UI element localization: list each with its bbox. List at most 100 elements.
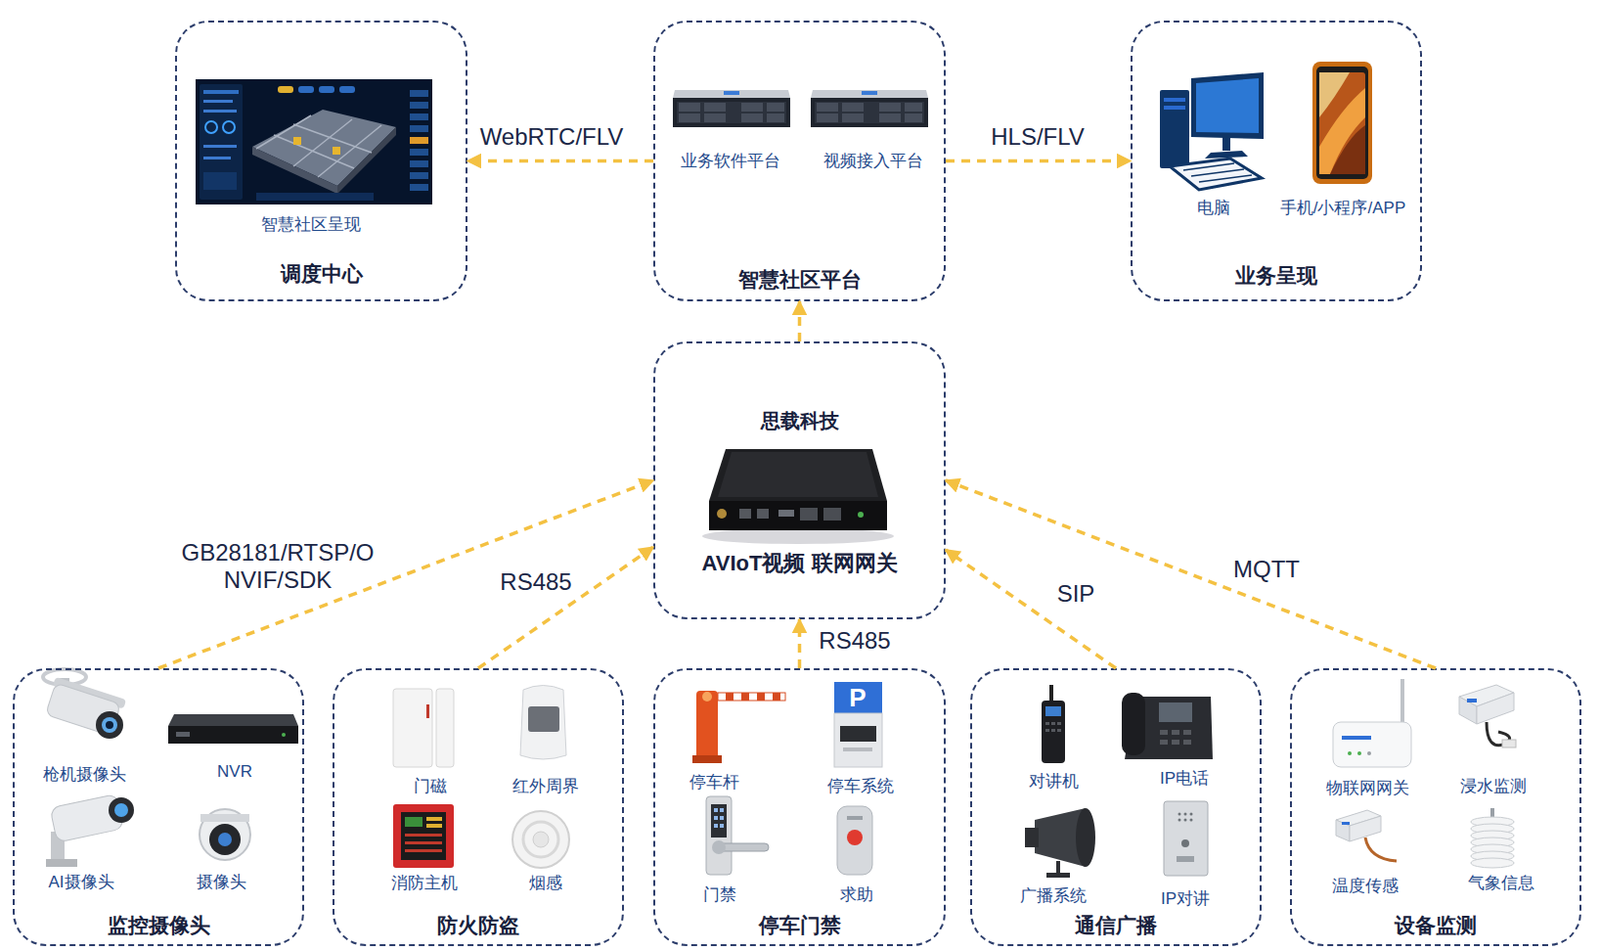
ip-intercom-part (1190, 818, 1194, 822)
rack-server-part (723, 90, 740, 95)
group-title: 思载科技 (655, 406, 944, 434)
device-caption: 停车系统 (827, 774, 894, 798)
dashboard-screen-part (252, 146, 338, 194)
device-caption: IP对讲 (1160, 887, 1210, 910)
group-title: 业务呈现 (1132, 262, 1421, 290)
iot-gateway (1333, 678, 1412, 767)
nvr-recorder-part (168, 725, 299, 744)
door-lock-part (719, 807, 724, 812)
group-title: 监控摄像头 (14, 911, 303, 939)
iot-gateway-part (1341, 735, 1372, 740)
bullet-camera-part (44, 682, 121, 736)
parking-sign-letter: P (848, 682, 866, 713)
leak-sensor-part (1476, 692, 1514, 724)
dome-camera-part (218, 832, 232, 846)
rack-server-part (879, 102, 901, 112)
dashed-connector (798, 619, 802, 668)
group-title: AVIoT视频 联网网关 (655, 548, 944, 578)
group-box: 业务呈现 (1130, 20, 1423, 302)
rack-server-part (678, 113, 701, 123)
device-caption: 广播系统 (1020, 884, 1087, 907)
nvr-recorder-part (168, 713, 299, 726)
desktop-computer-part (1204, 150, 1248, 159)
parking-terminal-part (834, 681, 883, 713)
group-title: 通信广播 (972, 911, 1260, 939)
dashboard-screen-part (203, 172, 237, 190)
device-caption: 浸水监测 (1460, 774, 1527, 798)
device-caption: 门磁 (413, 774, 447, 798)
barrier-gate-part (756, 692, 765, 701)
walkie-talkie-part (1045, 728, 1050, 732)
ai-camera-part (45, 858, 78, 867)
device-caption: 红外周界 (512, 774, 579, 798)
rack-server-part (741, 113, 763, 123)
door-sensor-part (436, 688, 454, 767)
leak-sensor-part (1502, 739, 1516, 748)
desktop-computer-part (1196, 78, 1259, 134)
gateway-device-part (717, 451, 879, 497)
rack-server-part (904, 102, 923, 112)
desktop-computer-part (1222, 136, 1231, 151)
group-title: 停车门禁 (655, 911, 944, 939)
iot-gateway-part (1367, 751, 1372, 756)
dashboard-screen-part (205, 121, 218, 134)
device-caption: 对讲机 (1028, 769, 1079, 793)
broadcast-horn-part (1024, 827, 1039, 847)
gateway-device-part (857, 511, 864, 518)
ip-phone-part (1183, 739, 1192, 745)
temperature-sensor (1335, 809, 1397, 861)
fire-panel-part (404, 841, 443, 845)
rack-server-part (842, 102, 864, 112)
gateway-device-part (709, 500, 888, 531)
gateway-device-part (716, 508, 727, 519)
dashboard-screen-part (252, 109, 397, 186)
dashboard-screen-part (256, 115, 312, 149)
barrier-gate-part (741, 692, 750, 701)
rack-server (672, 89, 791, 128)
parking-terminal-part (834, 712, 883, 767)
device-caption: 业务软件平台 (680, 149, 781, 173)
dashboard-screen-part (195, 79, 433, 205)
ip-intercom-part (1184, 812, 1188, 816)
ip-phone (1121, 692, 1213, 759)
group-box: 思载科技 AVIoT视频 联网网关 (653, 341, 946, 620)
rack-server-part (672, 89, 791, 98)
dashboard-screen-part (409, 172, 429, 179)
nvr-recorder-part (176, 731, 190, 737)
dashboard-screen-part (409, 113, 429, 121)
gateway-device (702, 448, 894, 544)
gateway-device-part (756, 508, 769, 519)
ip-phone-part (1159, 729, 1168, 735)
dome-camera-part (200, 813, 250, 822)
bullet-camera-part (101, 716, 118, 733)
iot-gateway-part (1400, 678, 1405, 728)
weather-shield-part (1470, 857, 1514, 868)
dashboard-screen-part (273, 134, 355, 169)
dashboard-screen-part (409, 89, 429, 97)
device-caption: AI摄像头 (47, 870, 114, 893)
rack-server-part (810, 97, 929, 128)
rack-server (810, 89, 929, 128)
dome-camera (199, 808, 251, 860)
desktop-computer-part (1169, 158, 1262, 190)
group-box: 监控摄像头 (12, 667, 305, 946)
device-caption: 摄像头 (196, 870, 247, 893)
sos-button-part (846, 815, 863, 820)
device-caption: 手机/小程序/APP (1280, 196, 1406, 220)
desktop-computer-part (1199, 175, 1252, 182)
protocol-label: HLS/FLV (990, 123, 1085, 151)
group-title: 防火防盗 (334, 911, 623, 939)
dashboard-screen-part (332, 146, 341, 155)
fire-panel-part (404, 833, 443, 837)
pir-sensor (520, 685, 567, 760)
rack-server-part (766, 113, 785, 123)
door-lock (706, 796, 769, 875)
ip-intercom-part (1163, 800, 1208, 876)
nvr-recorder (168, 713, 299, 744)
ip-phone-part (1121, 692, 1146, 756)
barrier-gate-part (702, 691, 712, 702)
walkie-talkie-part (1057, 728, 1062, 732)
ip-intercom-part (1178, 818, 1182, 822)
door-lock-part (713, 823, 718, 828)
group-box: 调度中心 (175, 20, 468, 302)
